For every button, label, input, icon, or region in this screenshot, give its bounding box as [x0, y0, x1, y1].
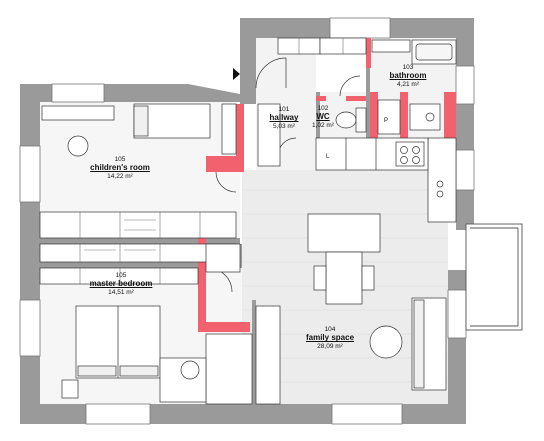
room-number: 102: [317, 105, 329, 112]
window-right-1: [455, 65, 475, 105]
window-top-left: [51, 83, 105, 103]
window-left-top: [19, 145, 41, 203]
bathroom-sink: [409, 103, 441, 131]
room-label-family-space: 104 family space 28,09 m²: [302, 326, 358, 350]
window-bottom-1: [85, 403, 151, 425]
room-label-master-bedroom: 105 master bedroom 14,51 m²: [86, 272, 156, 296]
room-number: 101: [278, 106, 290, 113]
wc-cistern: [355, 107, 367, 133]
room-name: hallway: [269, 113, 299, 123]
window-top-right: [329, 17, 391, 39]
childrens-chair: [67, 135, 89, 157]
hanging-rods: [84, 219, 156, 251]
kitchen-island: [307, 213, 381, 253]
room-name: WC: [316, 112, 330, 122]
windows: [19, 17, 475, 425]
nightstand: [61, 379, 79, 399]
window-bottom-2: [331, 403, 403, 425]
window-right-3: [447, 289, 467, 339]
room-area: 4,21 m²: [396, 80, 420, 88]
washer-label: P: [384, 118, 388, 124]
childrens-desk: [41, 105, 115, 121]
dining-table: [325, 251, 363, 305]
room-name: bathroom: [389, 71, 427, 81]
room-label-hallway: 101 hallway 5,03 m²: [264, 106, 304, 130]
room-name: master bedroom: [89, 279, 153, 289]
room-area: 28,09 m²: [317, 342, 343, 350]
balcony: [465, 223, 523, 331]
room-area: 5,03 m²: [272, 122, 296, 130]
room-number: 105: [114, 156, 126, 163]
room-label-wc: 102 WC 1,02 m²: [306, 105, 340, 129]
room-label-childrens-room: 105 children's room 14,22 m²: [88, 156, 152, 180]
childrens-furniture: [41, 103, 211, 157]
window-left-bottom: [19, 299, 41, 357]
room-area: 1,02 m²: [311, 121, 335, 129]
bedroom-furniture: [61, 305, 207, 403]
chair-left: [313, 265, 327, 291]
room-area: 14,22 m²: [107, 172, 133, 180]
bathroom-cabinet: [371, 39, 411, 53]
toilet-icon: [335, 111, 357, 129]
room-name: family space: [305, 333, 355, 343]
washer: [377, 99, 401, 135]
room-name: children's room: [90, 163, 150, 173]
sanitary-fixtures: [335, 39, 457, 135]
room-number: 104: [324, 326, 336, 333]
kitchen-counter-right: [427, 137, 457, 223]
fridge-label: L: [326, 154, 330, 160]
family-furniture: [307, 137, 457, 391]
window-right-2: [455, 149, 475, 191]
entrance-arrow-icon: [233, 68, 240, 80]
room-label-bathroom: 103 bathroom 4,21 m²: [386, 64, 430, 88]
round-coffee-table: [369, 325, 403, 359]
cooktop-icon: [395, 141, 425, 167]
new-walls: [198, 38, 456, 332]
bedroom-chair: [180, 360, 200, 380]
room-number: 103: [402, 64, 414, 71]
room-area: 14,51 m²: [108, 288, 134, 296]
chair-right: [361, 265, 375, 291]
room-number: 105: [115, 272, 127, 279]
